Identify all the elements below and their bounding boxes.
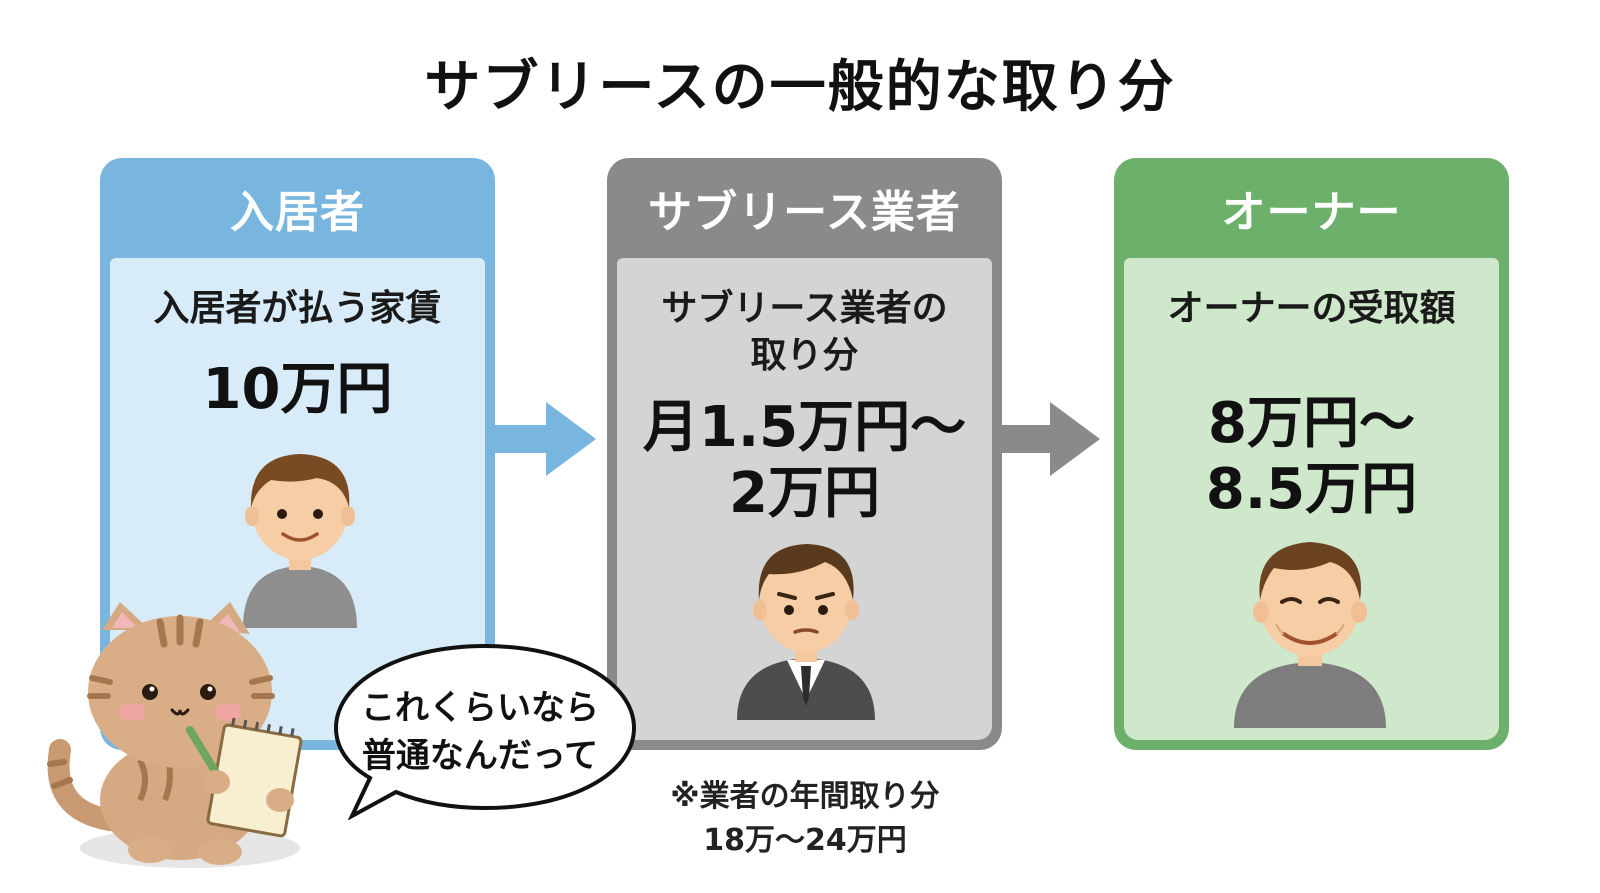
businessman-icon xyxy=(737,544,875,720)
speech-line2: 普通なんだって xyxy=(361,736,599,776)
owner-person-icon xyxy=(1234,542,1386,728)
arrow-right-icon xyxy=(488,402,596,476)
sublease-panel: サブリース業者の 取り分 月1.5万円〜 2万円 xyxy=(617,258,992,740)
owner-amount-line2: 8.5万円 xyxy=(1205,457,1418,522)
cat-mascot-icon xyxy=(47,602,303,868)
speech-bubble xyxy=(333,643,637,820)
arrow-right-icon xyxy=(992,402,1100,476)
page-title: サブリースの一般的な取り分 xyxy=(424,55,1176,120)
speech-line1: これくらいなら xyxy=(361,688,599,728)
sublease-label-line1: サブリース業者の xyxy=(661,288,948,329)
owner-label: オーナーの受取額 xyxy=(1167,288,1456,329)
sublease-header: サブリース業者 xyxy=(648,187,961,238)
owner-box: オーナー オーナーの受取額 8万円〜 8.5万円 xyxy=(1114,158,1509,750)
sublease-box: サブリース業者 サブリース業者の 取り分 月1.5万円〜 2万円 xyxy=(607,158,1002,750)
tenant-label: 入居者が払う家賃 xyxy=(153,288,442,329)
sublease-label-line2: 取り分 xyxy=(750,335,859,376)
annual-note-line1: ※業者の年間取り分 xyxy=(670,779,940,814)
tenant-amount: 10万円 xyxy=(202,357,393,422)
tenant-box: 入居者 入居者が払う家賃 10万円 xyxy=(100,158,495,750)
tenant-person-icon xyxy=(243,454,357,628)
owner-header: オーナー xyxy=(1221,187,1402,238)
sublease-amount-line1: 月1.5万円〜 xyxy=(642,395,967,460)
owner-panel: オーナーの受取額 8万円〜 8.5万円 xyxy=(1124,258,1499,740)
owner-amount-line1: 8万円〜 xyxy=(1208,391,1415,456)
sublease-amount-line2: 2万円 xyxy=(729,461,880,526)
tenant-header: 入居者 xyxy=(230,187,365,238)
annual-note-line2: 18万〜24万円 xyxy=(703,823,907,858)
